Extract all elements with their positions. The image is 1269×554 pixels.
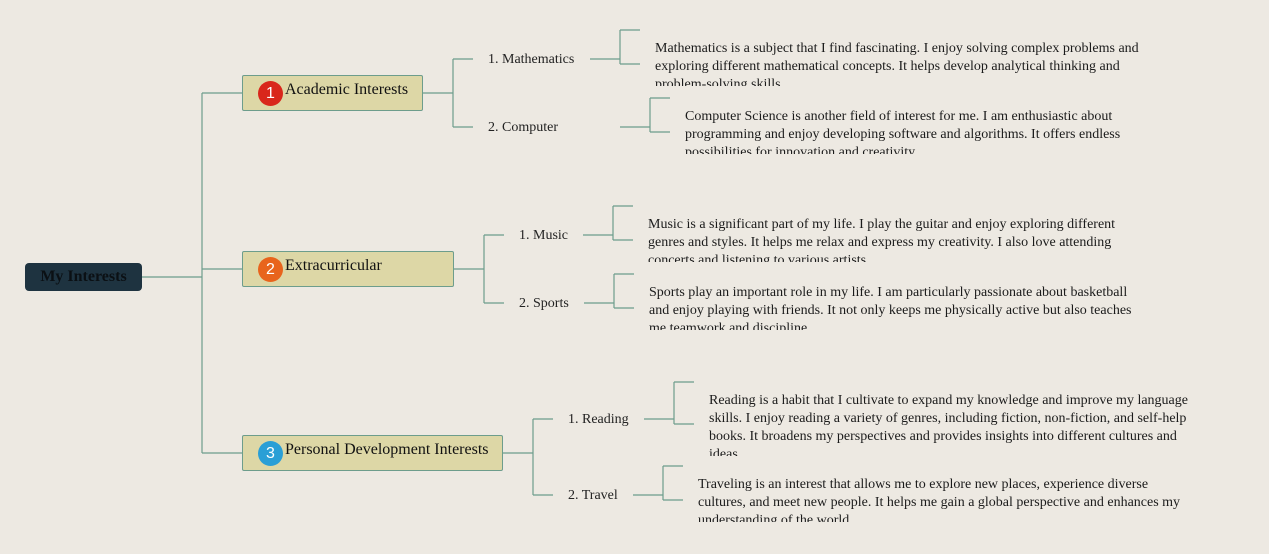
- branch-label: Academic Interests: [285, 81, 409, 98]
- description-computer: Computer Science is another field of int…: [685, 109, 1121, 154]
- root-label: My Interests: [40, 268, 127, 285]
- branch-personal-development-interests[interactable]: 3 Personal Development Interests: [242, 435, 503, 471]
- branch-label: Extracurricular: [285, 257, 382, 274]
- topic-computer[interactable]: 2. Computer: [488, 120, 558, 135]
- description-mathematics: Mathematics is a subject that I find fas…: [655, 41, 1139, 86]
- description-travel: Traveling is an interest that allows me …: [698, 477, 1181, 522]
- branch-label: Personal Development Interests: [285, 441, 489, 458]
- topic-music[interactable]: 1. Music: [519, 228, 568, 243]
- description-music: Music is a significant part of my life. …: [648, 217, 1116, 262]
- branch-extracurricular[interactable]: 2 Extracurricular: [242, 251, 454, 287]
- root-node[interactable]: My Interests: [25, 263, 142, 291]
- branch-academic-interests[interactable]: 1 Academic Interests: [242, 75, 423, 111]
- number-1-icon: 1: [258, 81, 283, 106]
- topic-mathematics[interactable]: 1. Mathematics: [488, 52, 575, 67]
- description-sports: Sports play an important role in my life…: [649, 285, 1132, 330]
- number-3-icon: 3: [258, 441, 283, 466]
- topic-sports[interactable]: 2. Sports: [519, 296, 569, 311]
- number-2-icon: 2: [258, 257, 283, 282]
- topic-reading[interactable]: 1. Reading: [568, 412, 629, 427]
- topic-travel[interactable]: 2. Travel: [568, 488, 618, 503]
- description-reading: Reading is a habit that I cultivate to e…: [709, 393, 1188, 456]
